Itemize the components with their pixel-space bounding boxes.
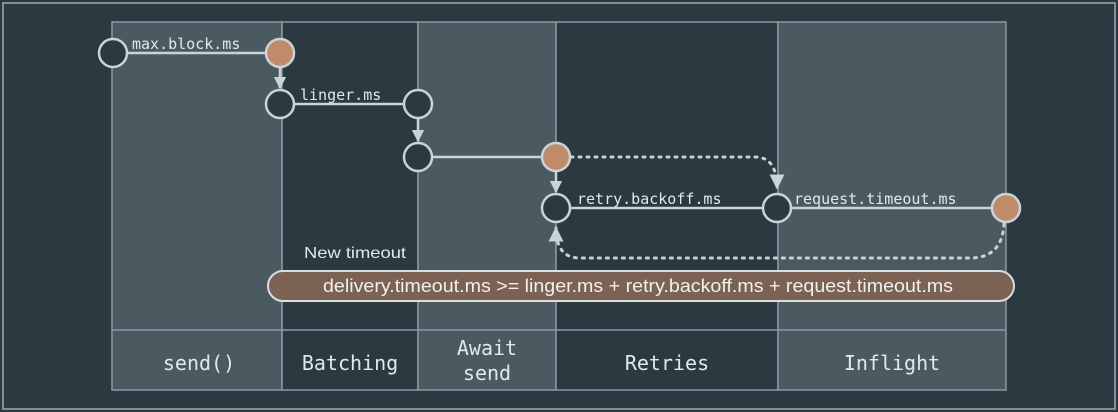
linger-label: linger.ms — [300, 86, 381, 104]
phase-band-inflight — [777, 21, 1007, 391]
request-start-node — [761, 192, 793, 224]
dotted-arrow-to-inflight — [569, 155, 785, 190]
await-start-node — [402, 141, 434, 173]
phase-label-batching: Batching — [302, 351, 398, 375]
max-block-end-node — [264, 37, 296, 69]
phase-band-batching — [281, 21, 419, 391]
phase-label-retries: Retries — [625, 351, 709, 375]
new-timeout-caption: New timeout — [304, 245, 407, 262]
dotted-return-arrow — [548, 222, 1006, 260]
phase-label-inflight: Inflight — [844, 351, 940, 375]
formula-pill — [267, 270, 1015, 302]
request-end-node — [990, 192, 1022, 224]
linger-start-node — [264, 88, 296, 120]
phase-band-retries — [555, 21, 779, 391]
max-block-label: max.block.ms — [132, 35, 240, 53]
phase-band-send — [111, 21, 283, 391]
phase-band-await-send — [417, 21, 557, 391]
linger-end-node — [402, 88, 434, 120]
retry-backoff-label: retry.backoff.ms — [577, 190, 722, 208]
request-timeout-label: request.timeout.ms — [794, 190, 957, 208]
retry-start-node — [540, 192, 572, 224]
max-block-start-node — [97, 37, 129, 69]
phase-label-send: send() — [163, 351, 235, 375]
formula-text: delivery.timeout.ms >= linger.ms + retry… — [323, 276, 953, 296]
await-end-node — [540, 141, 572, 173]
